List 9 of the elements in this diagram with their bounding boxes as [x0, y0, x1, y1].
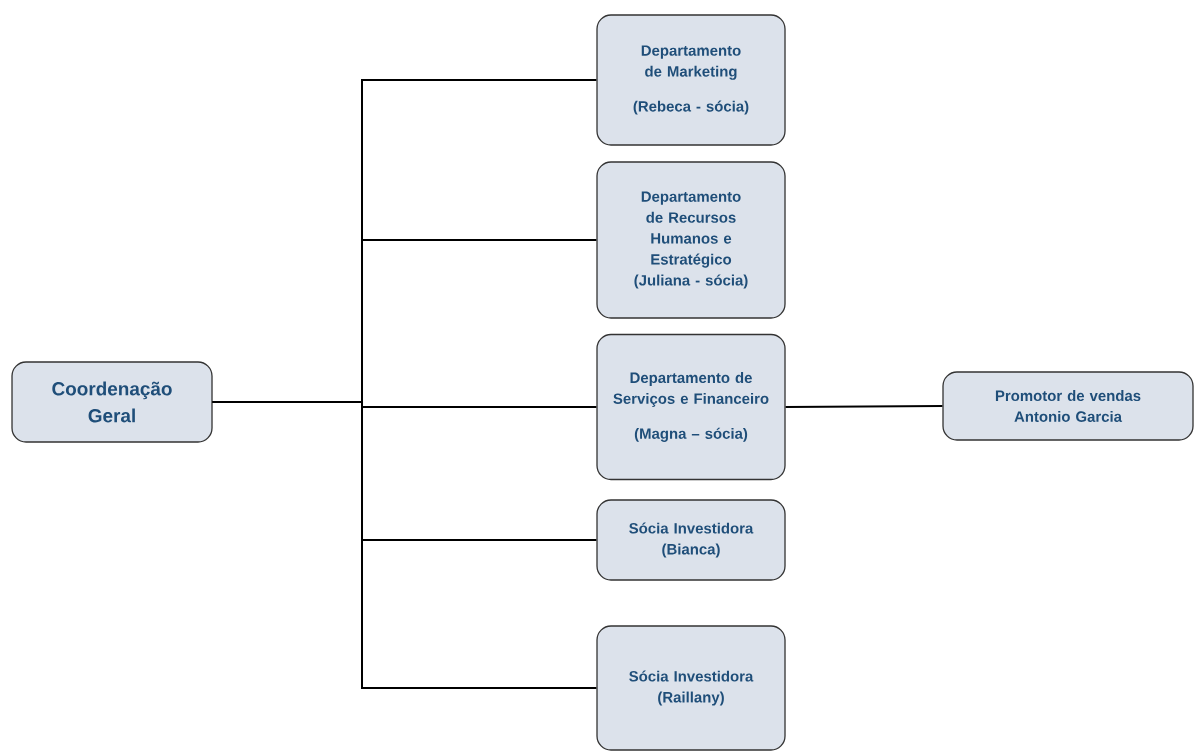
- org-box: Promotor de vendas Antonio Garcia: [942, 371, 1194, 441]
- org-box: Sócia Investidora (Bianca): [596, 499, 786, 581]
- org-box: Departamento de Recursos Humanos e Estratégico (Juliana - sócia): [596, 161, 786, 319]
- connector-line: [784, 405, 944, 408]
- org-box: Sócia Investidora (Raillany): [596, 625, 786, 751]
- connector-line: [211, 401, 598, 689]
- org-box: Coordenação Geral: [11, 361, 213, 443]
- org-box: Departamento de Serviços e Financeiro (Magna – sócia): [596, 333, 786, 481]
- org-box: Departamento de Marketing (Rebeca - sócia): [596, 14, 786, 146]
